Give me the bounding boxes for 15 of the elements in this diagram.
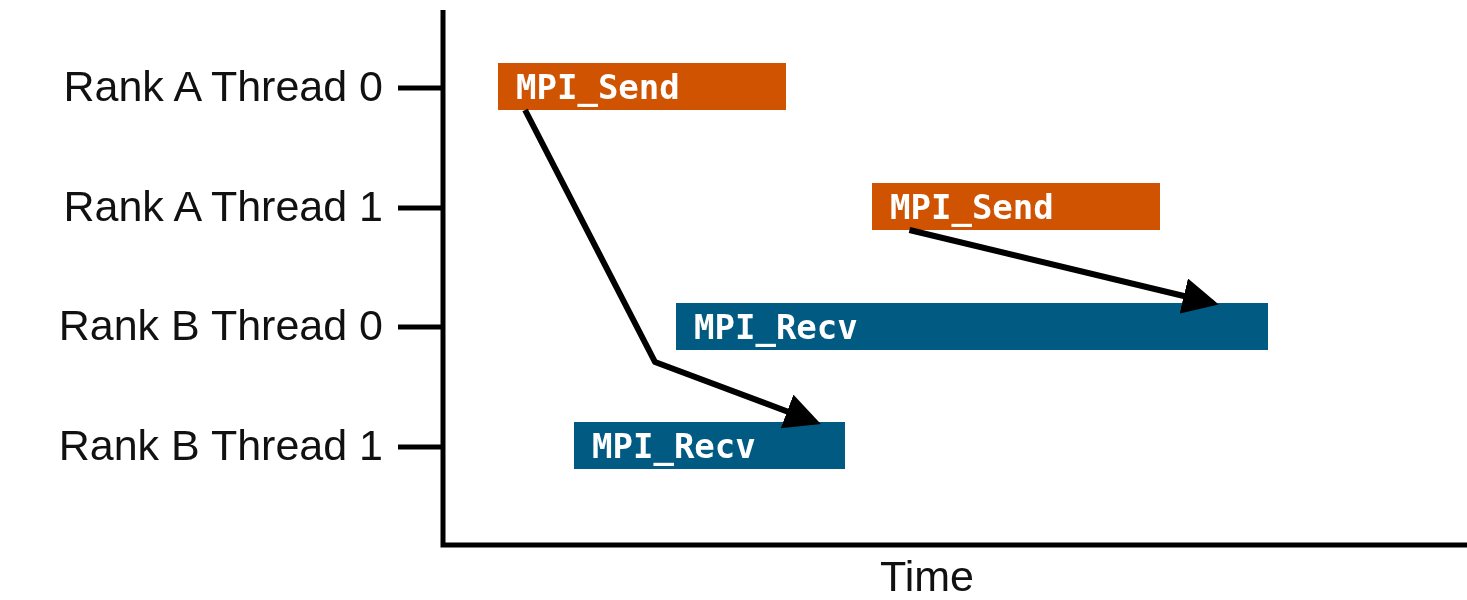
activity-bar [498, 63, 786, 110]
activity-bar [676, 303, 1268, 350]
activity-bar [574, 422, 845, 469]
function-name: MPI_Send [890, 186, 1054, 227]
thread-label: Rank B Thread 1 [58, 421, 383, 470]
function-name: MPI_Recv [592, 425, 756, 466]
function-name: MPI_Recv [694, 306, 858, 347]
thread-label: Rank B Thread 0 [58, 301, 383, 350]
thread-label: Rank A Thread 0 [63, 62, 383, 111]
function-name: MPI_Send [516, 66, 680, 107]
thread-label: Rank A Thread 1 [63, 182, 383, 231]
message-arrow [908, 227, 1219, 314]
activity-bar [872, 183, 1160, 230]
axis-title: Time [880, 552, 974, 600]
message-arrow [522, 108, 821, 429]
